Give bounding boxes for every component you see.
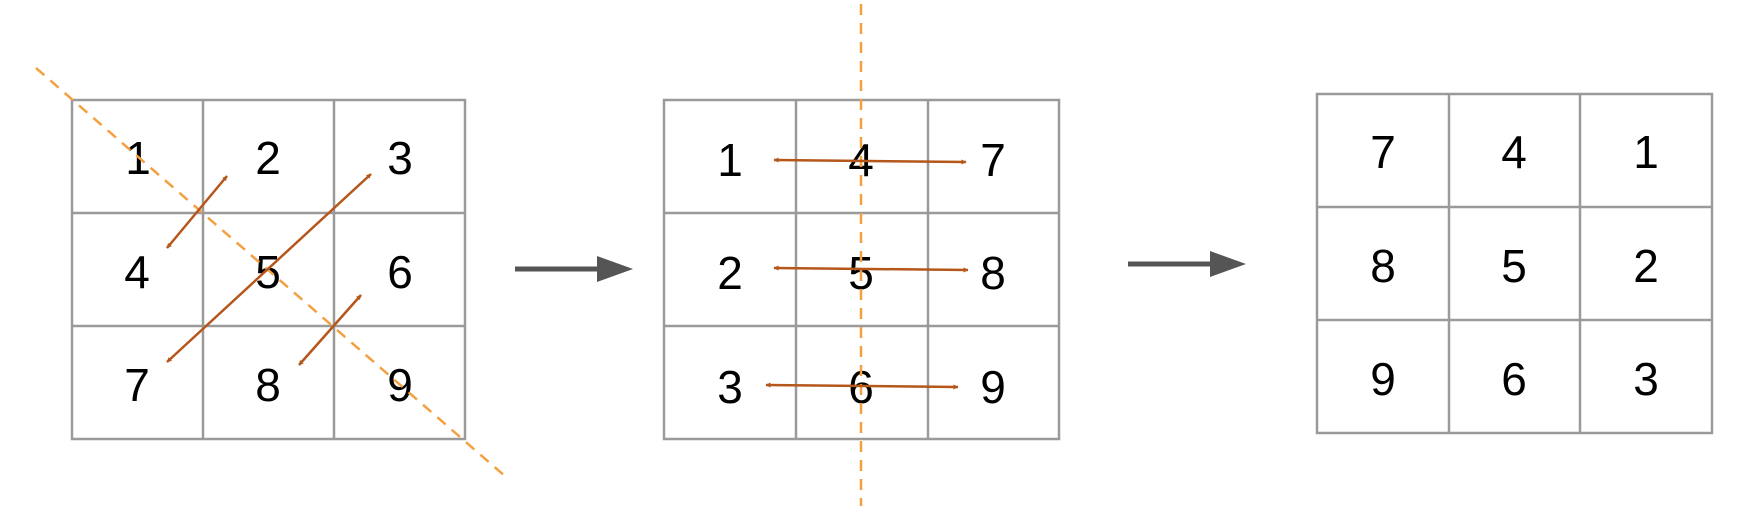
- cell-digit: 5: [255, 246, 281, 298]
- cell-digit: 9: [1370, 353, 1396, 405]
- cell-digit: 6: [1501, 353, 1527, 405]
- cell-digit: 2: [717, 247, 743, 299]
- cell-digit: 8: [980, 247, 1006, 299]
- cell-digit: 8: [1370, 240, 1396, 292]
- cell-digit: 8: [255, 359, 281, 411]
- grid-rotated: 7 4 1 8 5 2 9 6 3: [1315, 92, 1714, 435]
- grid-frame: [1315, 92, 1714, 435]
- swap-arrow: [773, 157, 967, 165]
- cell-digit: 7: [124, 359, 150, 411]
- cell-digit: 3: [717, 361, 743, 413]
- flow-arrow: [1128, 251, 1246, 277]
- swap-arrow: [765, 382, 959, 390]
- grid-transposed: 1 4 7 2 5 8 3 6 9: [662, 4, 1061, 506]
- cell-digit: 5: [1501, 240, 1527, 292]
- cell-digit: 3: [1633, 353, 1659, 405]
- cell-digit: 1: [717, 134, 743, 186]
- cell-digit: 2: [255, 132, 281, 184]
- cell-digit: 7: [1370, 126, 1396, 178]
- cell-digit: 7: [980, 134, 1006, 186]
- swap-arrow: [298, 294, 362, 366]
- flow-arrow: [515, 256, 633, 282]
- swap-arrow: [773, 265, 969, 273]
- cell-digit: 2: [1633, 240, 1659, 292]
- cell-digit: 1: [1633, 126, 1659, 178]
- grid-original: 1 2 3 4 5 6 7 8 9: [35, 67, 507, 478]
- cell-digit: 4: [124, 246, 150, 298]
- cell-digit: 9: [980, 361, 1006, 413]
- cell-digit: 3: [387, 132, 413, 184]
- cell-digit: 6: [387, 246, 413, 298]
- cell-digit: 4: [1501, 126, 1527, 178]
- swap-arrow: [166, 173, 372, 363]
